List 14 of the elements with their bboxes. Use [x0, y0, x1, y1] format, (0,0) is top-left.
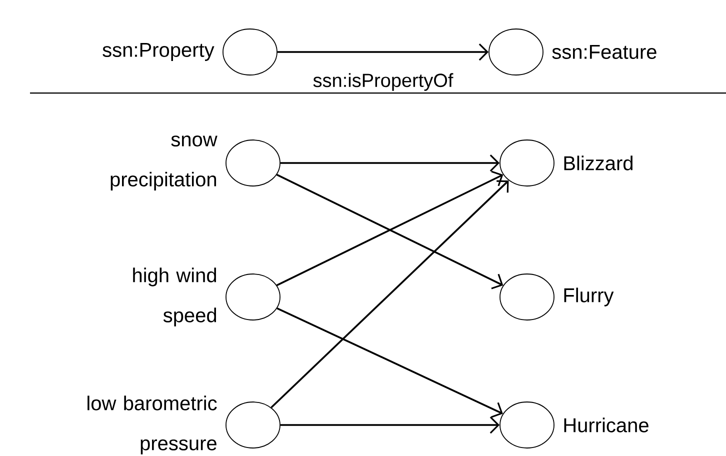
node-label: Flurry — [564, 288, 614, 306]
node-label: Blizzard — [564, 156, 632, 170]
arrow — [280, 416, 500, 434]
node-label: ssn:Feature — [552, 45, 656, 59]
arrow — [277, 43, 489, 61]
edge-label: ssn:isPropertyOf — [312, 72, 454, 92]
node-label: snow precipitation — [110, 136, 218, 190]
node-label: low barometric pressure — [88, 396, 217, 454]
node-label: high wind speed — [133, 268, 216, 326]
arrow — [276, 307, 503, 418]
node-label: Hurricane — [564, 418, 648, 432]
node-label: ssn:Property — [102, 43, 214, 61]
arrow — [280, 154, 500, 172]
arrow — [270, 180, 509, 408]
